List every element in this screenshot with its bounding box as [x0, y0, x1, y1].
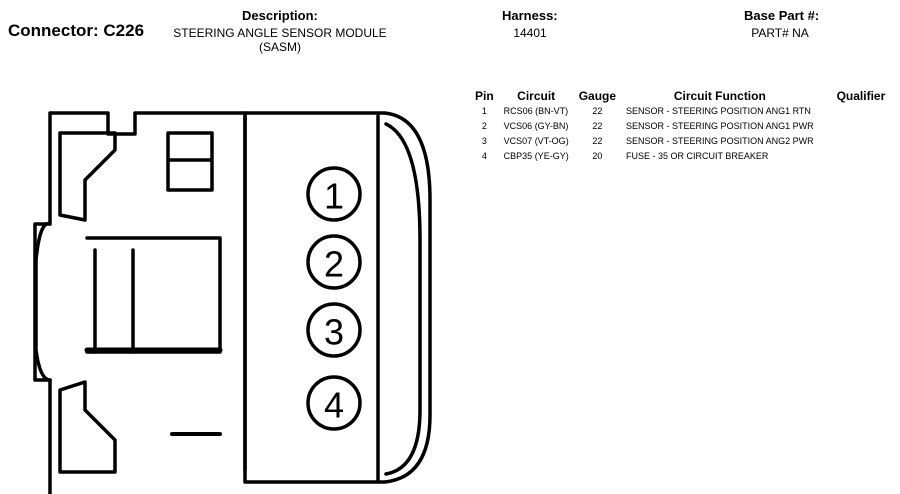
table-row: 3 VCS07 (VT-OG) 22 SENSOR - STEERING POS… — [470, 133, 890, 148]
cell-gauge: 20 — [592, 150, 603, 161]
latch-upper-curve — [34, 221, 52, 382]
connector-label: Connector: C226 — [8, 21, 145, 40]
cell-pin: 4 — [481, 150, 487, 161]
pin-cavities — [306, 166, 362, 431]
cell-qualifier — [819, 133, 891, 148]
cell-function: SENSOR - STEERING POSITION ANG2 PWR — [626, 135, 814, 146]
cell-gauge: 22 — [592, 135, 603, 146]
cell-circuit: RCS06 (BN-VT) — [503, 105, 569, 116]
cell-qualifier — [819, 103, 891, 118]
latch-window-inner — [93, 248, 135, 354]
harness-heading: Harness: — [502, 8, 558, 23]
pin-table-header-row: Pin Circuit Gauge Circuit Function Quali… — [470, 88, 890, 103]
pin-cavity-4 — [306, 375, 362, 431]
latch-window — [85, 236, 222, 354]
cell-pin: 1 — [481, 105, 487, 116]
pin-cavity-2 — [306, 234, 362, 290]
connector-cap-outline — [243, 111, 432, 484]
base-part-value: PART# NA — [751, 26, 809, 40]
description-line-1: STEERING ANGLE SENSOR MODULE — [173, 26, 387, 40]
pin-cavity-1 — [306, 166, 362, 222]
pin-table: Pin Circuit Gauge Circuit Function Quali… — [470, 88, 890, 163]
description-value: STEERING ANGLE SENSOR MODULE (SASM) — [160, 26, 400, 54]
cell-pin: 3 — [481, 135, 487, 146]
cell-function: FUSE - 35 OR CIRCUIT BREAKER — [626, 150, 769, 161]
connector-diagram: 1 2 3 4 — [33, 111, 432, 494]
cell-gauge: 22 — [592, 120, 603, 131]
pin-cavity-3 — [306, 302, 362, 358]
column-header-qualifier: Qualifier — [836, 88, 886, 103]
pin-label-3: 3 — [324, 312, 344, 353]
column-header-pin: Pin — [475, 88, 494, 103]
keying-square — [166, 131, 214, 192]
column-header-circuit: Circuit — [517, 88, 556, 103]
cell-gauge: 22 — [592, 105, 603, 116]
cell-circuit: VCS06 (GY-BN) — [503, 120, 569, 131]
cell-function: SENSOR - STEERING POSITION ANG1 RTN — [626, 105, 811, 116]
latch-arm-bottom — [58, 380, 117, 474]
cell-qualifier — [819, 148, 891, 163]
table-row: 1 RCS06 (BN-VT) 22 SENSOR - STEERING POS… — [470, 103, 890, 118]
cell-pin: 2 — [481, 120, 487, 131]
latch-arm-top — [58, 131, 117, 222]
column-header-function: Circuit Function — [673, 88, 766, 103]
table-row: 2 VCS06 (GY-BN) 22 SENSOR - STEERING POS… — [470, 118, 890, 133]
connector-housing-outline — [33, 111, 247, 494]
pin-label-4: 4 — [324, 385, 344, 426]
harness-value: 14401 — [513, 26, 547, 40]
base-part-heading: Base Part #: — [744, 8, 820, 23]
pin-label-1: 1 — [324, 176, 344, 217]
pin-label-2: 2 — [324, 244, 344, 285]
description-heading: Description: — [242, 8, 318, 23]
cell-circuit: CBP35 (YE-GY) — [503, 150, 569, 161]
column-header-gauge: Gauge — [578, 88, 617, 103]
cell-qualifier — [819, 118, 891, 133]
cell-function: SENSOR - STEERING POSITION ANG1 PWR — [626, 120, 814, 131]
table-row: 4 CBP35 (YE-GY) 20 FUSE - 35 OR CIRCUIT … — [470, 148, 890, 163]
cell-circuit: VCS07 (VT-OG) — [503, 135, 569, 146]
description-line-2: (SASM) — [259, 40, 301, 54]
connector-cap-curve — [384, 122, 422, 476]
